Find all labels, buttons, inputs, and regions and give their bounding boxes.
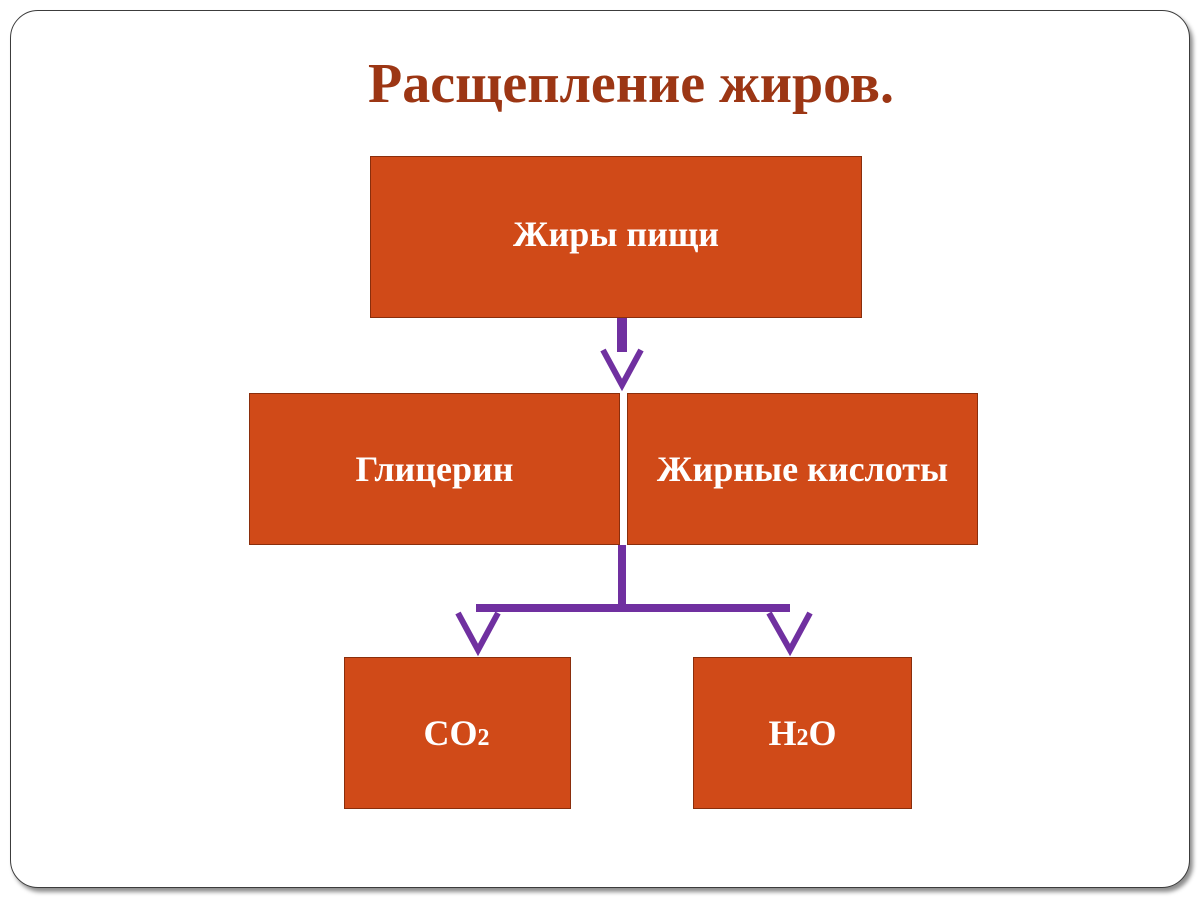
node-h2o-subscript: 2	[796, 725, 809, 751]
node-dietary-fats-label: Жиры пищи	[512, 214, 720, 254]
node-fatty-acids: Жирные кислоты	[627, 393, 978, 545]
node-co2: CO2	[344, 657, 571, 809]
node-dietary-fats: Жиры пищи	[370, 156, 862, 318]
node-h2o-label: H2O	[768, 712, 836, 754]
node-co2-text: CO	[423, 713, 478, 753]
node-co2-subscript: 2	[477, 725, 490, 751]
node-h2o-text-before: H	[768, 713, 797, 753]
node-glycerol-label: Глицерин	[355, 449, 514, 489]
node-glycerol: Глицерин	[249, 393, 620, 545]
node-co2-label: CO2	[424, 712, 490, 754]
node-fatty-acids-label: Жирные кислоты	[656, 449, 949, 489]
node-h2o: H2O	[693, 657, 912, 809]
slide-title: Расщепление жиров.	[368, 53, 894, 115]
node-h2o-text-after: O	[808, 713, 837, 753]
